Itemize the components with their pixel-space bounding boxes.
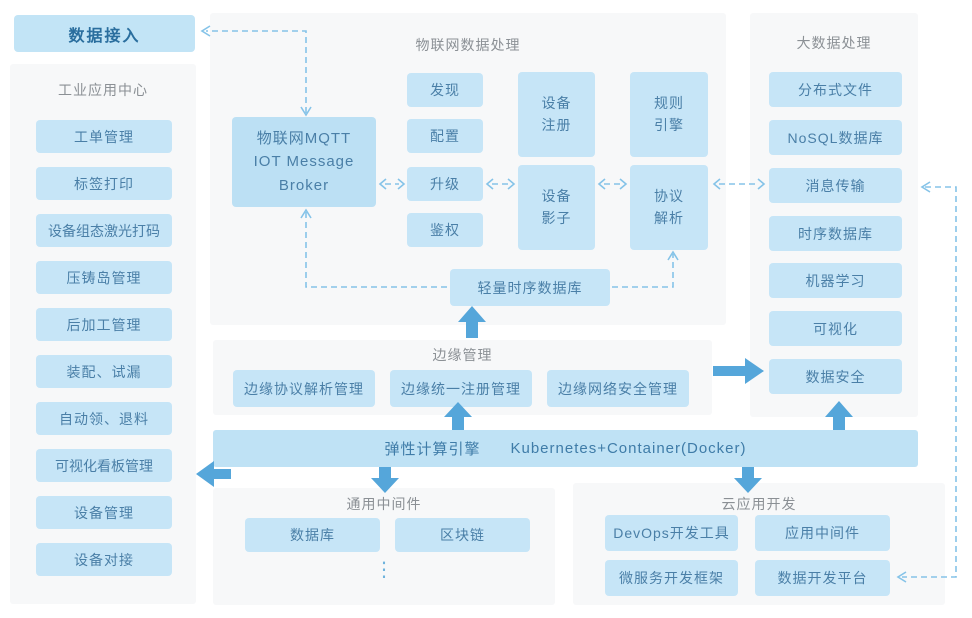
bigdata-item-visualization[interactable]: 可视化: [769, 311, 902, 346]
iot-func-auth[interactable]: 鉴权: [407, 213, 483, 247]
cloud-item-app-middleware[interactable]: 应用中间件: [755, 515, 890, 551]
panel-edge: 边缘管理 边缘协议解析管理 边缘统一注册管理 边缘网络安全管理: [213, 340, 712, 415]
iot-mqtt-broker[interactable]: 物联网MQTT IOT Message Broker: [232, 117, 376, 207]
bigdata-item-nosql[interactable]: NoSQL数据库: [769, 120, 902, 155]
middleware-item-blockchain[interactable]: 区块链: [395, 518, 530, 552]
bigdata-item-data-security[interactable]: 数据安全: [769, 359, 902, 394]
app-center-item-dashboard[interactable]: 可视化看板管理: [36, 449, 172, 482]
bigdata-item-ml[interactable]: 机器学习: [769, 263, 902, 298]
app-center-item-device-mgmt[interactable]: 设备管理: [36, 496, 172, 529]
panel-app-center: 工业应用中心 工单管理 标签打印 设备组态激光打码 压铸岛管理 后加工管理 装配…: [10, 64, 196, 604]
iot-func-upgrade[interactable]: 升级: [407, 167, 483, 201]
iot-device-shadow[interactable]: 设备 影子: [518, 165, 595, 250]
edge-title: 边缘管理: [432, 347, 493, 363]
bigdata-title: 大数据处理: [796, 35, 872, 51]
cloud-item-devops[interactable]: DevOps开发工具: [605, 515, 738, 551]
cloud-item-microservice[interactable]: 微服务开发框架: [605, 560, 738, 596]
iot-protocol-parse[interactable]: 协议 解析: [630, 165, 708, 250]
edge-item-register[interactable]: 边缘统一注册管理: [390, 370, 532, 407]
bigdata-item-distributed-file[interactable]: 分布式文件: [769, 72, 902, 107]
app-center-item-device-connect[interactable]: 设备对接: [36, 543, 172, 576]
bigdata-item-tsdb[interactable]: 时序数据库: [769, 216, 902, 251]
iot-title: 物联网数据处理: [415, 37, 521, 53]
edge-item-security[interactable]: 边缘网络安全管理: [547, 370, 689, 407]
iot-device-register[interactable]: 设备 注册: [518, 72, 595, 157]
cloud-item-data-platform[interactable]: 数据开发平台: [755, 560, 890, 596]
data-access-button[interactable]: 数据接入: [14, 15, 195, 52]
app-center-item-auto-material[interactable]: 自动领、退料: [36, 402, 172, 435]
iot-rule-engine[interactable]: 规则 引擎: [630, 72, 708, 157]
app-center-item-workorder[interactable]: 工单管理: [36, 120, 172, 153]
more-items-ellipsis: ⋮: [374, 559, 394, 581]
panel-middleware: 通用中间件 数据库 区块链 ⋮: [213, 488, 555, 605]
panel-cloud-dev: 云应用开发 DevOps开发工具 应用中间件 微服务开发框架 数据开发平台: [573, 483, 945, 605]
middleware-item-database[interactable]: 数据库: [245, 518, 380, 552]
compute-stack-label: Kubernetes+Container(Docker): [510, 440, 747, 457]
iot-tsdb[interactable]: 轻量时序数据库: [450, 269, 610, 306]
app-center-item-laser-marking[interactable]: 设备组态激光打码: [36, 214, 172, 247]
app-center-item-assembly[interactable]: 装配、试漏: [36, 355, 172, 388]
panel-bigdata: 大数据处理 分布式文件 NoSQL数据库 消息传输 时序数据库 机器学习 可视化…: [750, 13, 918, 417]
iot-func-discover[interactable]: 发现: [407, 73, 483, 107]
panel-iot-processing: 物联网数据处理 物联网MQTT IOT Message Broker 发现 配置…: [210, 13, 726, 325]
compute-engine-bar: 弹性计算引擎 Kubernetes+Container(Docker): [213, 430, 918, 467]
cloud-title: 云应用开发: [721, 496, 797, 512]
app-center-item-label-print[interactable]: 标签打印: [36, 167, 172, 200]
app-center-title: 工业应用中心: [58, 82, 148, 98]
bigdata-item-messaging[interactable]: 消息传输: [769, 168, 902, 203]
compute-engine-label: 弹性计算引擎: [384, 441, 481, 458]
app-center-item-diecast[interactable]: 压铸岛管理: [36, 261, 172, 294]
app-center-item-postprocess[interactable]: 后加工管理: [36, 308, 172, 341]
iot-func-config[interactable]: 配置: [407, 119, 483, 153]
middleware-title: 通用中间件: [346, 496, 422, 512]
edge-item-protocol[interactable]: 边缘协议解析管理: [233, 370, 375, 407]
